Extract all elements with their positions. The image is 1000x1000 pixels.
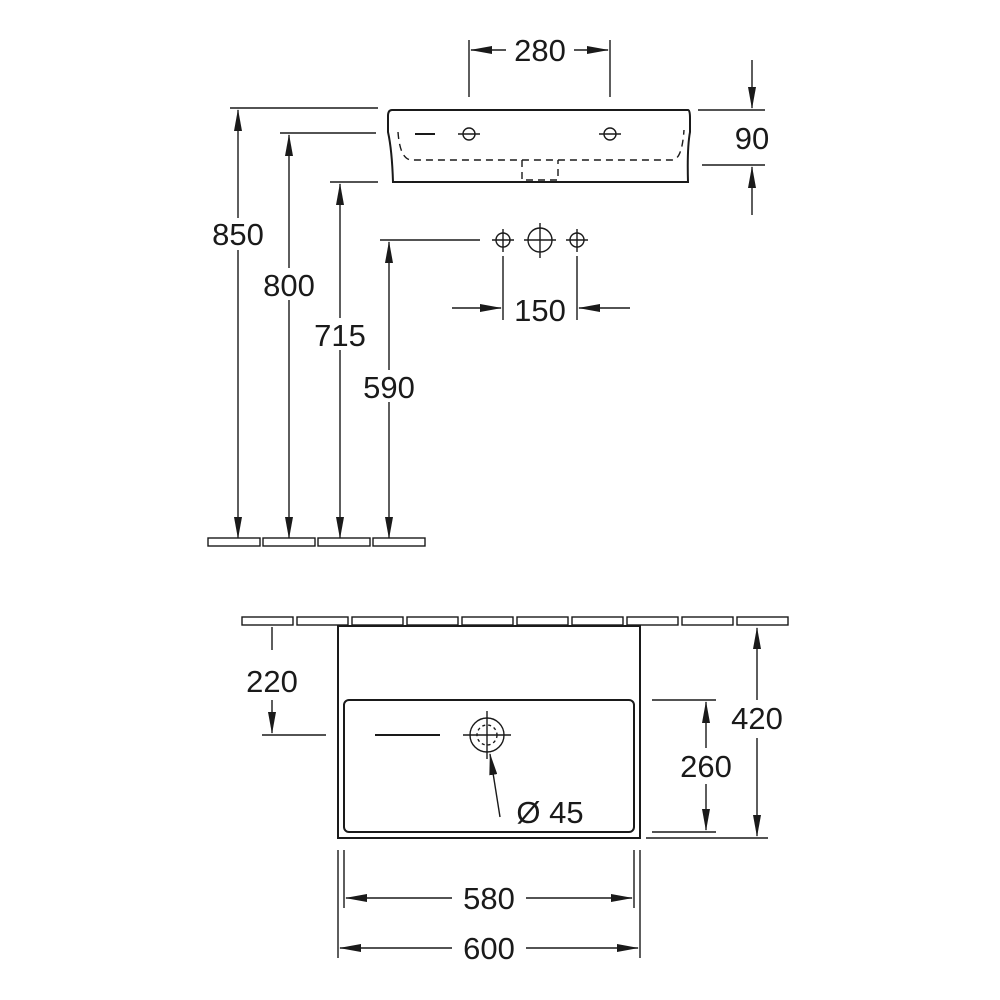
waste-connection-icon [524,223,556,258]
front-elevation-view: 280 90 850 800 715 590 [207,33,769,547]
dimension-850-label: 850 [212,217,264,252]
tap-hole-left [458,127,480,141]
dimension-420-label: 420 [731,701,783,736]
dimension-260-label: 260 [680,749,732,784]
wall-tiles [241,616,789,626]
basin-front-outline [387,109,691,183]
dimension-580-label: 580 [463,881,515,916]
basin-outer-outline [337,625,641,839]
dimension-90-label: 90 [735,121,769,156]
floor-tiles [207,537,426,547]
drain-hidden-line [521,160,559,181]
drain-diameter-label: Ø 45 [516,795,583,830]
dimension-715-label: 715 [314,318,366,353]
drain-icon [463,711,511,759]
basin-inner-outline [343,699,635,833]
dimension-280-label: 280 [514,33,566,68]
tap-connection-right-icon [566,229,588,252]
dimension-590-label: 590 [363,370,415,405]
inner-bowl-hidden-line [397,129,685,161]
dimension-220-label: 220 [246,664,298,699]
tap-hole-right [599,127,621,141]
tap-connection-left-icon [492,229,514,252]
dimension-150-label: 150 [514,293,566,328]
drain-leader-arrow [489,753,501,818]
plan-view: Ø 45 220 260 420 580 600 [241,616,789,966]
dimension-600-label: 600 [463,931,515,966]
dimension-800-label: 800 [263,268,315,303]
